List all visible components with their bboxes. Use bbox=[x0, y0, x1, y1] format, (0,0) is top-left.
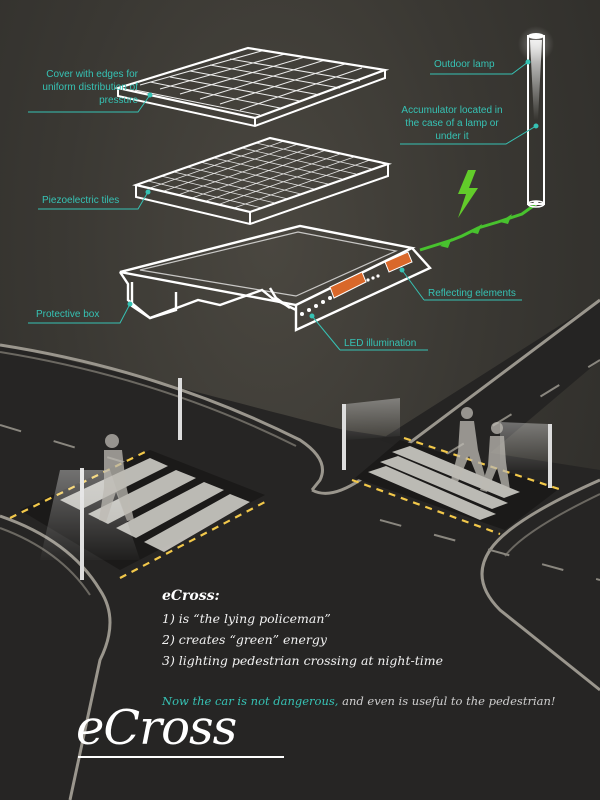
feature-heading: eCross: bbox=[162, 588, 220, 604]
piezo-layer bbox=[132, 136, 393, 226]
protective-box bbox=[119, 224, 432, 332]
label-protective: Protective box bbox=[36, 309, 100, 320]
cover-layer bbox=[113, 46, 390, 128]
brand-underline bbox=[78, 756, 284, 758]
left-crossing bbox=[9, 378, 266, 580]
label-lamp: Outdoor lamp bbox=[434, 59, 495, 70]
label-reflecting: Reflecting elements bbox=[428, 288, 516, 299]
label-accumulator: Accumulator located in the case of a lam… bbox=[401, 105, 503, 142]
reflector-icons bbox=[329, 251, 413, 299]
label-led: LED illumination bbox=[344, 338, 417, 349]
tagline-accent: Now the car is not dangerous, bbox=[162, 694, 339, 708]
feature-item: 3) lighting pedestrian crossing at night… bbox=[162, 653, 444, 668]
right-crossing bbox=[342, 398, 563, 536]
feature-item: 1) is “the lying policeman” bbox=[162, 611, 331, 626]
energy-arrows bbox=[440, 214, 512, 248]
led-dots bbox=[300, 274, 380, 316]
brand-logo: eCross bbox=[76, 700, 237, 756]
lightning-icon bbox=[458, 170, 478, 218]
feature-item: 2) creates “green” energy bbox=[162, 632, 327, 647]
tagline: Now the car is not dangerous, and even i… bbox=[162, 694, 556, 708]
feature-list: eCross: 1) is “the lying policeman” 2) c… bbox=[162, 588, 443, 671]
label-cover: Cover with edges for uniform distributio… bbox=[42, 69, 138, 106]
outdoor-lamp bbox=[518, 26, 554, 208]
label-piezo: Piezoelectric tiles bbox=[42, 195, 120, 206]
tagline-rest: and even is useful to the pedestrian! bbox=[338, 694, 556, 708]
